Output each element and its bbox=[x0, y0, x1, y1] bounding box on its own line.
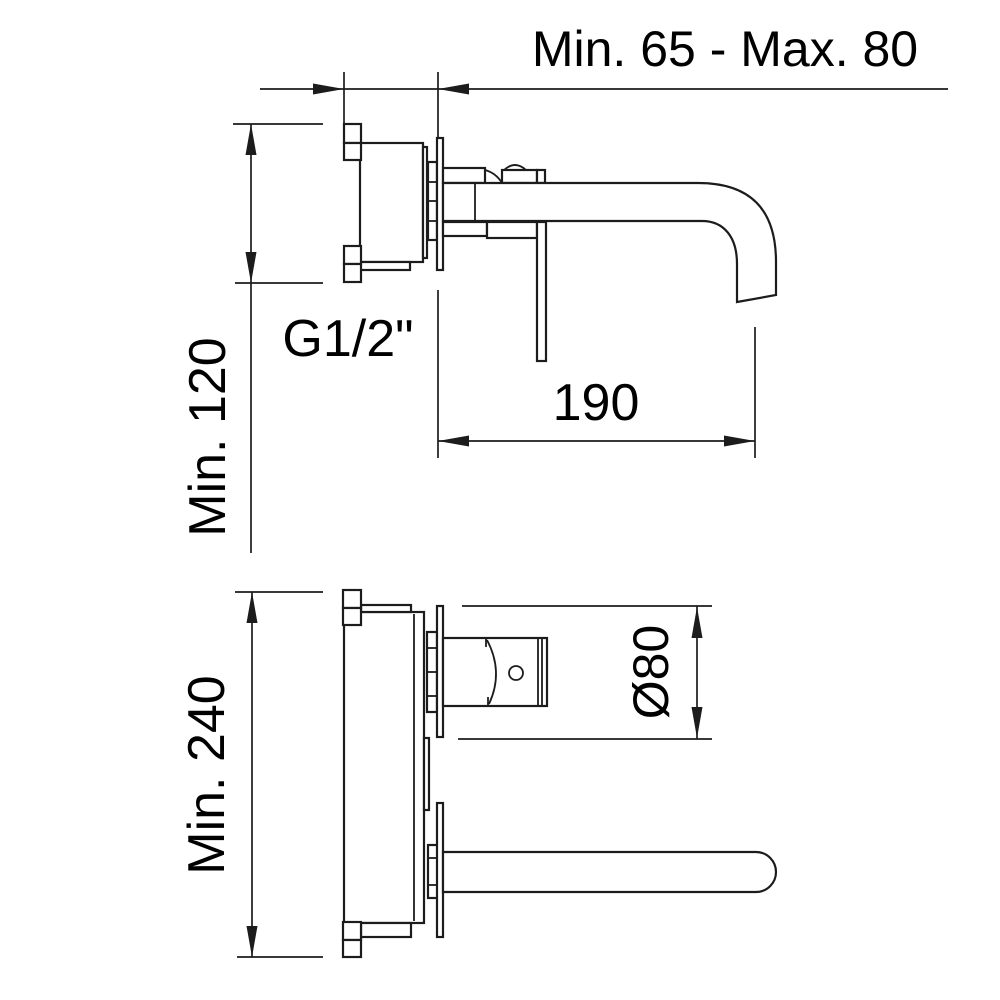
label-wall-depth-range: Min. 65 - Max. 80 bbox=[532, 21, 918, 77]
mounting-tab bbox=[342, 244, 363, 266]
arrowhead bbox=[691, 707, 703, 738]
body-step bbox=[358, 260, 412, 272]
arrowhead bbox=[246, 592, 258, 623]
body-cap bbox=[421, 145, 429, 260]
arrowhead bbox=[724, 435, 755, 447]
body-step bbox=[359, 603, 413, 614]
faucet-plan bbox=[341, 588, 778, 959]
handle-set-screw bbox=[508, 665, 524, 681]
label-plate-diameter: Ø80 bbox=[623, 625, 679, 720]
mounting-tab bbox=[342, 141, 363, 162]
mounting-tab bbox=[341, 588, 363, 610]
rough-in-body bbox=[358, 141, 425, 264]
handle-base bbox=[441, 220, 489, 238]
center-stub bbox=[422, 736, 431, 812]
dimension-wall-depth: Min. 65 - Max. 80 bbox=[260, 21, 948, 138]
thread-stub bbox=[425, 630, 439, 714]
label-min-height: Min. 120 bbox=[179, 337, 237, 536]
dimension-spout-projection: 190 bbox=[437, 290, 756, 458]
label-thread-size: G1/2" bbox=[282, 310, 413, 368]
arrowhead bbox=[691, 607, 703, 638]
arrowhead bbox=[313, 83, 344, 95]
plan-view: Min. 240 Ø80 bbox=[178, 588, 778, 959]
rough-in-body bbox=[342, 610, 426, 925]
dimension-min-height: Min. 120 bbox=[179, 123, 323, 553]
handle-top bbox=[441, 636, 549, 708]
faucet-side bbox=[342, 122, 778, 363]
body-step bbox=[359, 921, 413, 939]
handle-base bbox=[485, 220, 539, 240]
handle-lever bbox=[535, 220, 548, 363]
arrowhead bbox=[245, 252, 257, 283]
arrowhead bbox=[246, 926, 258, 957]
label-spout-projection: 190 bbox=[553, 374, 640, 432]
mounting-tab bbox=[341, 938, 363, 959]
thread-stub bbox=[426, 160, 439, 242]
side-view: Min. 65 - Max. 80 Min. 120 190 G1/2" bbox=[179, 21, 948, 553]
dimension-plate-diameter: Ø80 bbox=[458, 605, 712, 740]
mounting-tab bbox=[341, 920, 363, 942]
cartridge-cover bbox=[441, 164, 547, 185]
arrowhead bbox=[438, 435, 469, 447]
arrowhead bbox=[245, 124, 257, 155]
label-min-total-height: Min. 240 bbox=[178, 675, 236, 874]
arrowhead bbox=[438, 83, 469, 95]
handle-dome-arc bbox=[486, 639, 497, 705]
mounting-tab bbox=[342, 122, 363, 145]
mounting-tab bbox=[341, 606, 363, 627]
spout-top bbox=[441, 850, 778, 894]
mounting-tab bbox=[342, 262, 363, 284]
dimension-min-total-height: Min. 240 bbox=[178, 591, 323, 958]
spout bbox=[441, 181, 778, 304]
